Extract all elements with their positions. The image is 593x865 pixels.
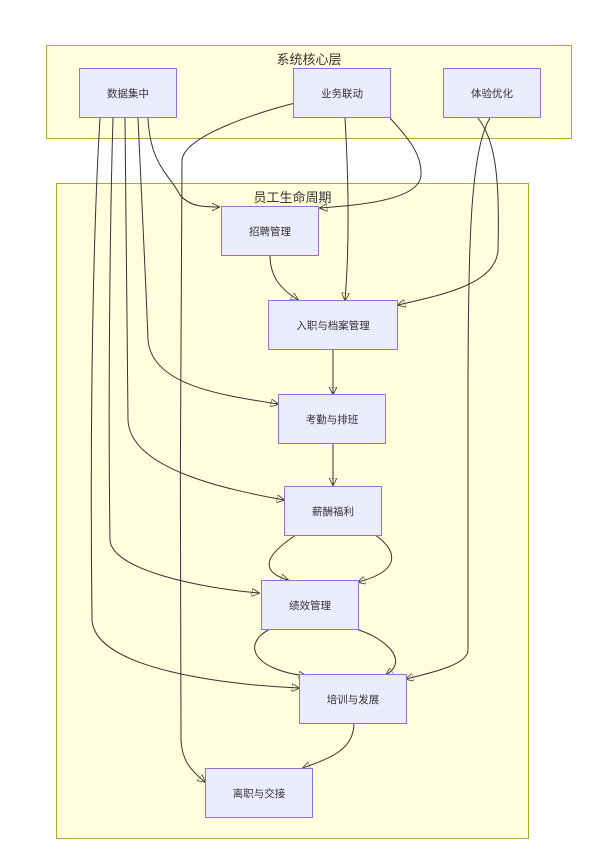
cluster-title-employee-lifecycle: 员工生命周期 — [253, 191, 332, 206]
edge-data-training — [90, 117, 299, 688]
edge-data-performance — [108, 117, 259, 593]
edge-business-onboard — [345, 117, 348, 300]
cluster-employee-lifecycle: 员工生命周期 — [56, 183, 529, 839]
edge-data-recruit — [147, 117, 219, 207]
edge-experience-training — [406, 117, 491, 679]
node-data-center[interactable]: 数据集中 — [79, 68, 177, 118]
node-salary[interactable]: 薪酬福利 — [284, 486, 382, 536]
node-onboard[interactable]: 入职与档案管理 — [268, 300, 398, 350]
node-training[interactable]: 培训与发展 — [299, 674, 407, 724]
edge-experience-onboard — [398, 117, 499, 305]
edge-business-resign — [179, 102, 296, 782]
edge-business-recruit — [320, 117, 422, 208]
node-performance[interactable]: 绩效管理 — [261, 580, 359, 630]
edge-salary-performance-left — [268, 534, 297, 580]
node-experience[interactable]: 体验优化 — [443, 68, 541, 118]
edge-performance-training-right — [355, 628, 397, 675]
node-recruit[interactable]: 招聘管理 — [221, 206, 319, 256]
edge-training-resign — [303, 722, 355, 768]
cluster-title-system-core: 系统核心层 — [276, 53, 342, 68]
edge-salary-performance-right — [358, 534, 393, 582]
node-business-link[interactable]: 业务联动 — [293, 68, 391, 118]
edge-recruit-onboard — [269, 254, 298, 300]
edge-data-salary — [124, 117, 284, 500]
node-resign[interactable]: 离职与交接 — [205, 768, 313, 818]
node-attendance[interactable]: 考勤与排班 — [278, 394, 386, 444]
edge-data-attendance — [137, 117, 278, 404]
edge-performance-training-left — [254, 628, 306, 676]
